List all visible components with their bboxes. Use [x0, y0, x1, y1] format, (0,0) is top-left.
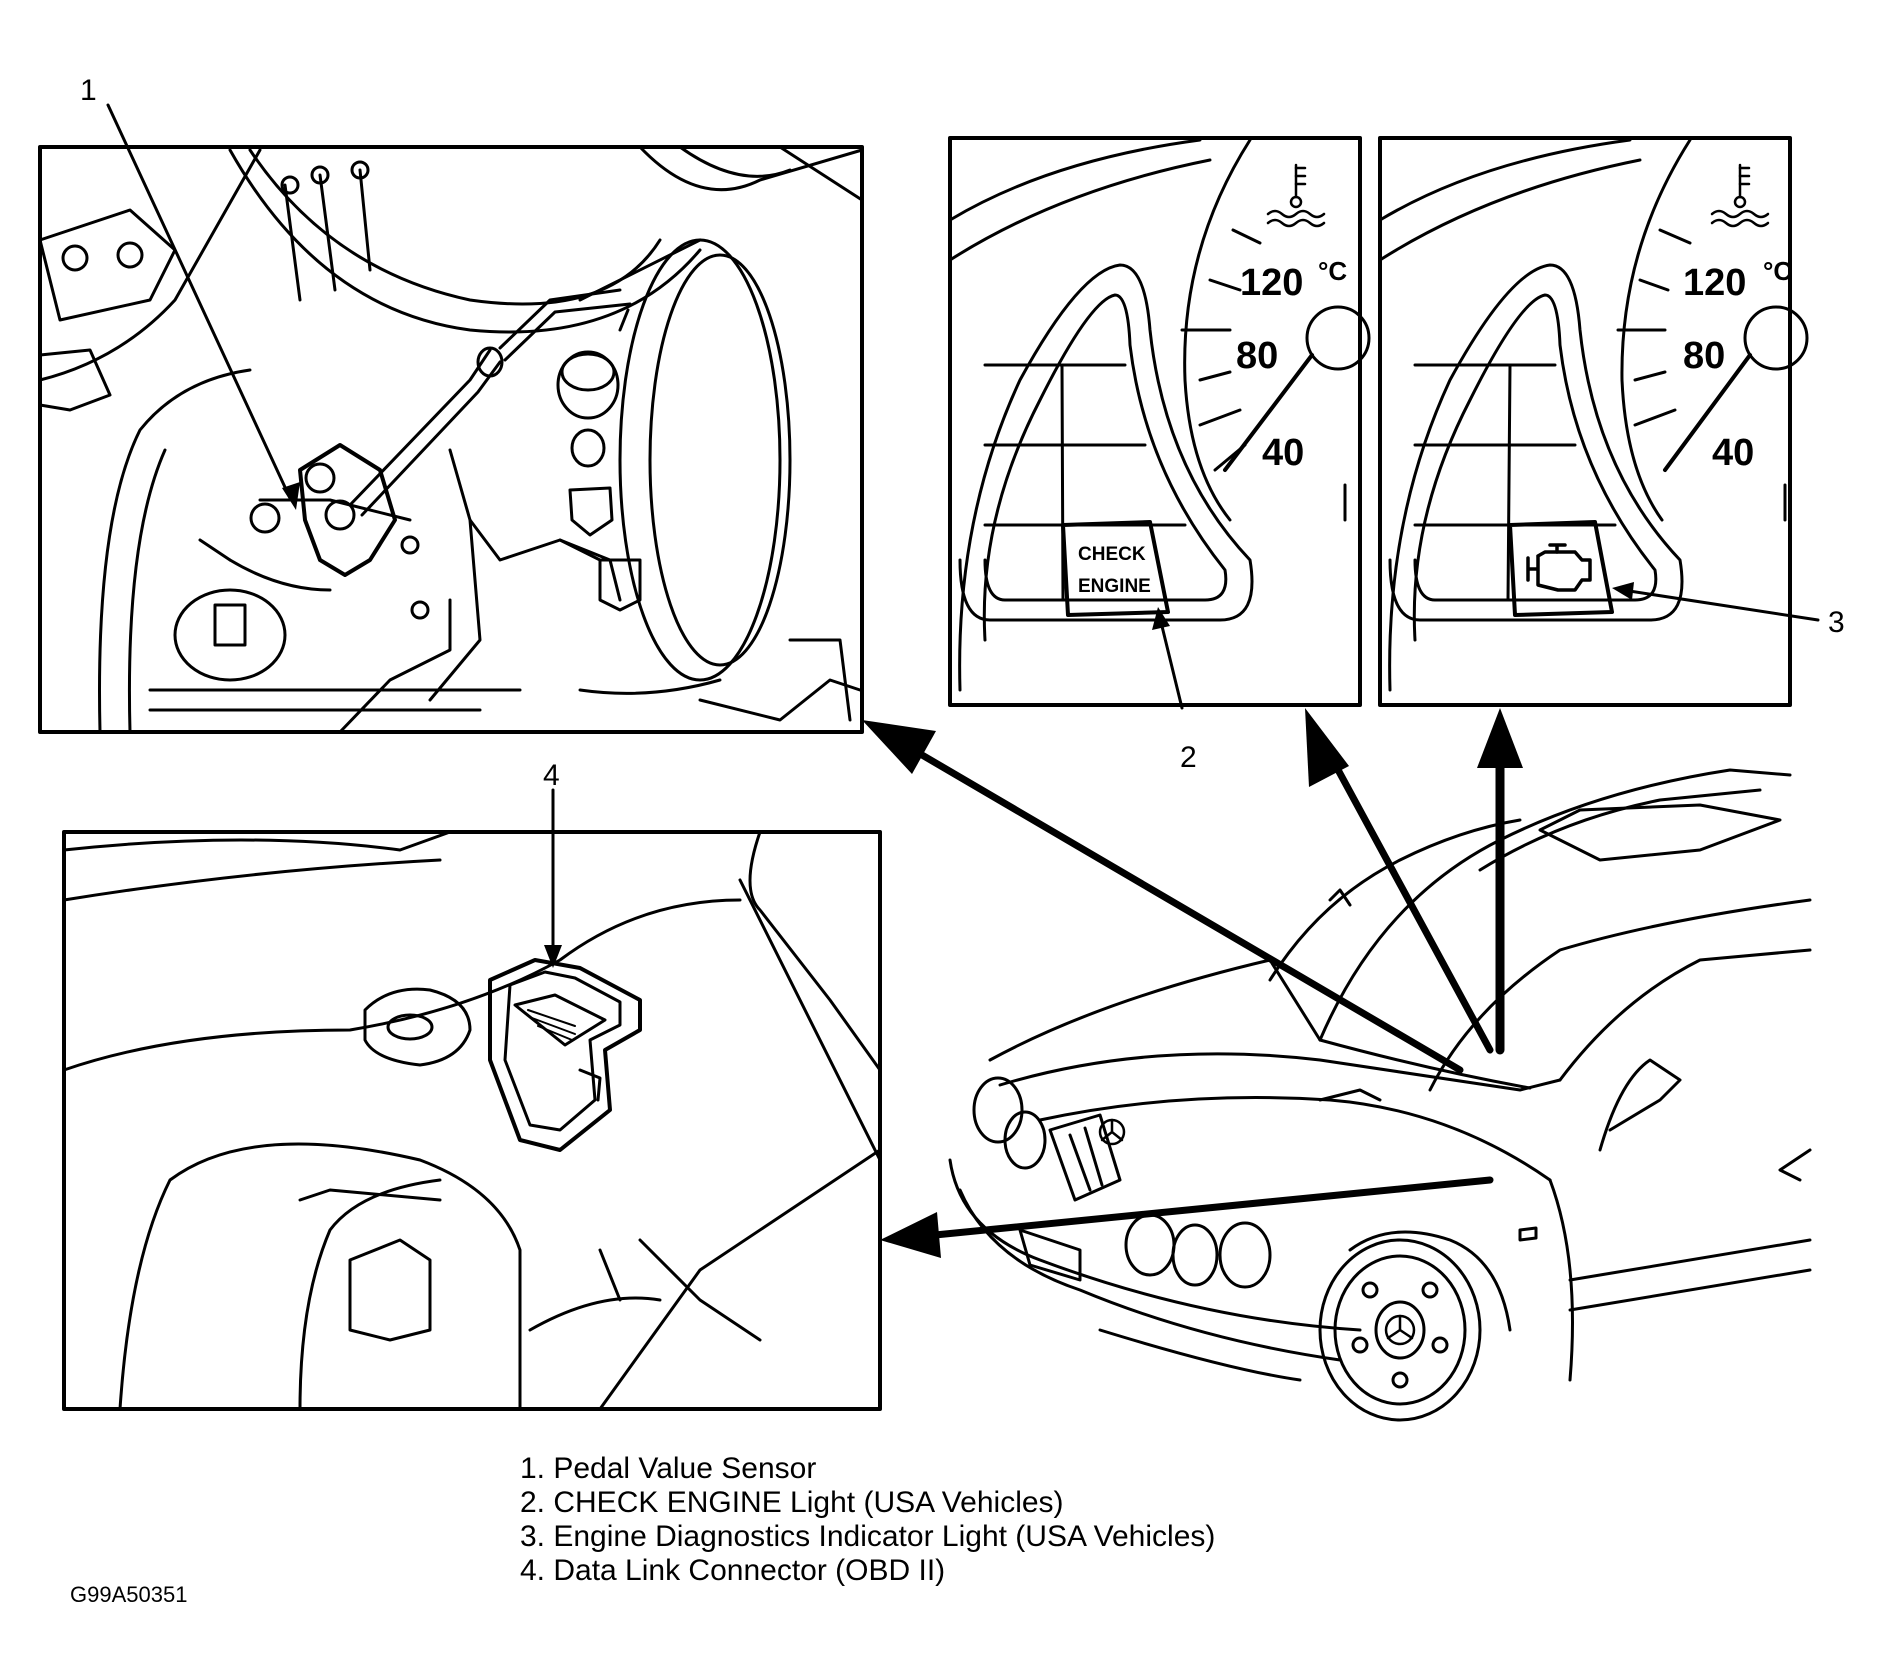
mercedes-star-logo [1098, 1118, 1416, 1346]
pointer-arrows [862, 708, 1523, 1258]
callout-numbers: 1 2 3 4 [80, 74, 1845, 792]
gauge-tick-120: 120 [1683, 262, 1746, 304]
gauge-tick-80: 80 [1236, 335, 1278, 377]
gauge-unit: °C [1318, 256, 1347, 286]
callout-4: 4 [543, 759, 560, 792]
panel-cluster-check-engine [948, 136, 1371, 707]
legend-item-1: 1. Pedal Value Sensor [520, 1452, 817, 1485]
coolant-temperature-icon [1710, 163, 1770, 228]
gauge-tick-120: 120 [1240, 262, 1303, 304]
gauge-unit: °C [1763, 256, 1792, 286]
obd-connector [488, 958, 642, 1152]
check-engine-label-line2: ENGINE [1078, 576, 1151, 597]
gauge-labels: 120 80 40 °C 120 80 40 °C CHECK ENGINE [1078, 256, 1792, 597]
gauge-tick-40: 40 [1262, 432, 1304, 474]
check-engine-label-line1: CHECK [1078, 544, 1146, 565]
coolant-temperature-icon [1266, 163, 1326, 228]
gauge-tick-40: 40 [1712, 432, 1754, 474]
panel-cluster-engine-symbol [1378, 136, 1809, 707]
gauge-tick-80: 80 [1683, 335, 1725, 377]
legend: 1. Pedal Value Sensor 2. CHECK ENGINE Li… [520, 1452, 1215, 1588]
callout-leaders [106, 103, 1820, 968]
legend-item-2: 2. CHECK ENGINE Light (USA Vehicles) [520, 1486, 1064, 1519]
callout-3: 3 [1828, 606, 1845, 639]
legend-item-3: 3. Engine Diagnostics Indicator Light (U… [520, 1520, 1216, 1553]
panel-data-link-connector [62, 830, 882, 1411]
figure-id: G99A50351 [70, 1582, 188, 1607]
engine-diagnostics-indicator-light [1508, 520, 1614, 617]
callout-1: 1 [80, 74, 97, 107]
panel-engine-bay [38, 145, 864, 734]
legend-item-4: 4. Data Link Connector (OBD II) [520, 1554, 946, 1587]
check-engine-light [1061, 520, 1170, 617]
engine-check-icon [1526, 543, 1592, 592]
callout-2: 2 [1180, 741, 1197, 774]
car-illustration [948, 768, 1812, 1422]
pedal-value-sensor [298, 443, 397, 577]
